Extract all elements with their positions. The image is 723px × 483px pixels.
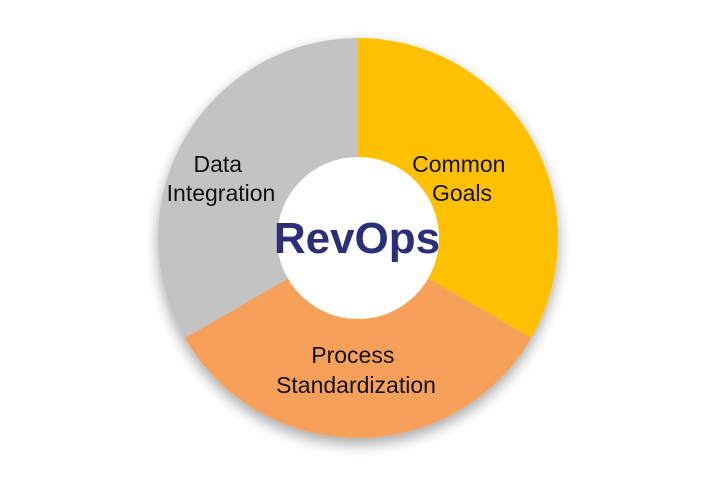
segment-process-standardization (184, 277, 532, 438)
label-process-standardization: Process Standardization (276, 342, 436, 398)
label-data-line1: Data (194, 151, 243, 177)
label-data-integration: Data Integration (167, 151, 276, 206)
label-common-goals-line2: Goals (432, 180, 492, 206)
center-hole (277, 157, 439, 319)
label-common-goals-line1: Common (412, 151, 505, 177)
label-common-goals: Common Goals (412, 151, 512, 206)
label-process-line1: Process (311, 342, 394, 368)
label-process-line2: Standardization (276, 372, 436, 398)
segment-data-integration (158, 38, 358, 339)
center-label: RevOps (274, 214, 440, 263)
segment-common-goals (358, 38, 558, 338)
donut-ring (158, 38, 558, 438)
label-data-line2: Integration (167, 180, 276, 206)
